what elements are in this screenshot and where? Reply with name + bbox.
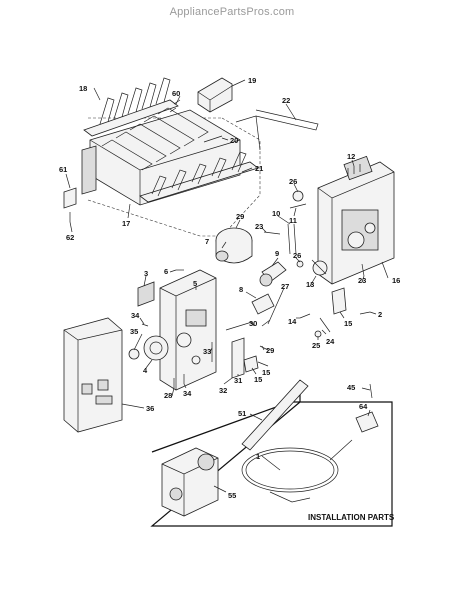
callout-28: 28: [164, 391, 172, 400]
callout-31: 31: [234, 376, 242, 385]
leader-lines: [65, 79, 389, 493]
installation-parts-label: INSTALLATION PARTS: [308, 513, 395, 522]
callout-29a: 29: [236, 212, 244, 221]
callout-13: 13: [306, 280, 314, 289]
callout-60: 60: [172, 89, 180, 98]
callout-22: 22: [282, 96, 290, 105]
callout-10: 10: [272, 209, 280, 218]
callout-34b: 34: [183, 389, 192, 398]
callout-24: 24: [326, 337, 335, 346]
strap-51: [241, 379, 309, 451]
callout-12: 12: [347, 152, 355, 161]
screw-35: [128, 348, 140, 360]
callout-23b: 23: [358, 276, 366, 285]
front-cover: [63, 317, 123, 433]
water-line-coil: [241, 447, 339, 493]
callout-62: 62: [66, 233, 74, 242]
water-valve: [161, 447, 219, 517]
mounting-bracket-61: [63, 187, 77, 209]
callout-6: 6: [164, 267, 168, 276]
screw-20: [203, 135, 223, 143]
screw-2: [359, 311, 371, 315]
site-watermark: AppliancePartsPros.com: [169, 6, 295, 18]
callout-3: 3: [144, 269, 148, 278]
ice-mold-assembly: [81, 77, 261, 237]
clamp-64: [355, 411, 379, 433]
control-housing: [317, 161, 395, 285]
callout-26b: 26: [293, 251, 301, 260]
callout-20: 20: [230, 136, 238, 145]
lever-15a: [251, 293, 275, 315]
screw-23b: [361, 263, 365, 277]
callout-55: 55: [228, 491, 236, 500]
callout-36: 36: [146, 404, 154, 413]
callout-5: 5: [193, 279, 197, 288]
callout-23a: 23: [255, 222, 263, 231]
cam-26: [292, 190, 304, 202]
screw-10: [287, 223, 297, 255]
wire-connector: [343, 155, 373, 181]
callout-35: 35: [130, 327, 138, 336]
screw-29b: [259, 345, 269, 351]
timing-gear: [259, 261, 287, 287]
lever-15c: [331, 287, 347, 315]
callout-51: 51: [238, 409, 246, 418]
callout-26a: 26: [289, 177, 297, 186]
part-26b: [296, 260, 304, 268]
arm-24: [319, 317, 331, 333]
callout-numbers: 18 19 60 22 20 21 61 17 62 12 26 11 10 2…: [59, 76, 400, 500]
callout-15c: 15: [344, 319, 352, 328]
callout-45: 45: [347, 383, 355, 392]
spring-27: [261, 319, 271, 327]
callout-14: 14: [288, 317, 297, 326]
callout-21: 21: [255, 164, 263, 173]
screw-34a: [141, 323, 149, 327]
callout-4: 4: [143, 366, 148, 375]
drive-gear: [143, 335, 169, 361]
callout-17: 17: [122, 219, 130, 228]
callout-7: 7: [205, 237, 209, 246]
fill-cup: [197, 77, 233, 113]
callout-29b: 29: [266, 346, 274, 355]
callout-18: 18: [79, 84, 87, 93]
callout-19: 19: [248, 76, 256, 85]
callout-61: 61: [59, 165, 67, 174]
screw-11: [289, 203, 307, 209]
callout-27: 27: [281, 282, 289, 291]
callout-64: 64: [359, 402, 368, 411]
mounting-plate: [159, 269, 217, 391]
callout-33: 33: [203, 347, 211, 356]
drive-motor: [215, 227, 253, 264]
screw-30: [225, 321, 253, 331]
shutoff-arm: [235, 109, 319, 131]
callout-30: 30: [249, 319, 257, 328]
screw-45: [369, 383, 373, 399]
screw-14: [299, 313, 311, 319]
screw-23: [263, 231, 281, 235]
callout-16: 16: [392, 276, 400, 285]
callout-2: 2: [378, 310, 382, 319]
installation-parts-box: [150, 379, 393, 527]
insulator-3: [137, 281, 155, 307]
callout-9: 9: [275, 249, 279, 258]
callout-11: 11: [289, 216, 297, 225]
callout-34a: 34: [131, 311, 140, 320]
callout-15a: 15: [262, 368, 270, 377]
callout-15b: 15: [254, 375, 262, 384]
callout-1: 1: [256, 452, 260, 461]
lever-15b: [243, 355, 259, 373]
callout-25: 25: [312, 341, 320, 350]
thermostat-13: [311, 259, 328, 276]
callout-32: 32: [219, 386, 227, 395]
switch-31: [231, 337, 245, 379]
callout-8: 8: [239, 285, 243, 294]
